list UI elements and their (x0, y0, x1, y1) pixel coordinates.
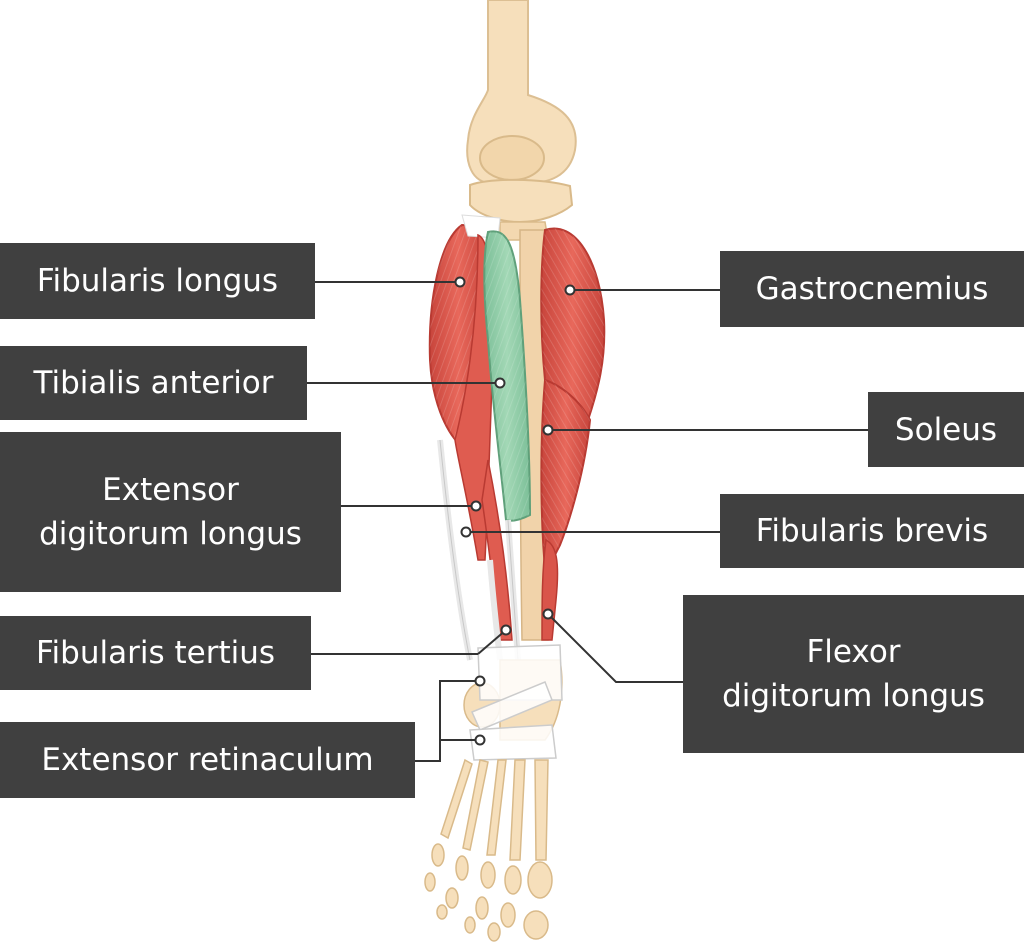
label-extensor-digitorum-longus: Extensor digitorum longus (0, 432, 341, 592)
label-flexor-digitorum-longus-line1: Flexor (806, 634, 901, 670)
label-soleus: Soleus (868, 392, 1024, 467)
label-tibialis-anterior-text: Tibialis anterior (33, 365, 274, 401)
label-fibularis-longus: Fibularis longus (0, 243, 315, 319)
fibularis-tertius-muscle (481, 459, 513, 641)
label-fibularis-brevis-text: Fibularis brevis (755, 513, 989, 549)
label-tibialis-anterior: Tibialis anterior (0, 346, 307, 420)
label-soleus-text: Soleus (894, 411, 998, 448)
extensor-retinaculum-band (469, 644, 563, 761)
label-pins (454, 276, 576, 746)
leader-lines (307, 281, 868, 762)
label-extensor-digitorum-longus-line1: Extensor (102, 472, 239, 508)
label-gastrocnemius: Gastrocnemius (720, 251, 1024, 327)
label-fibularis-tertius-text: Fibularis tertius (35, 635, 276, 671)
label-flexor-digitorum-longus-line2: digitorum longus (722, 678, 985, 714)
label-extensor-retinaculum: Extensor retinaculum (0, 722, 415, 798)
femur-bone (466, 0, 577, 185)
label-fibularis-longus-text: Fibularis longus (36, 263, 279, 299)
label-extensor-digitorum-longus-line2: digitorum longus (39, 516, 302, 552)
label-flexor-digitorum-longus: Flexor digitorum longus (683, 595, 1024, 753)
label-gastrocnemius-text: Gastrocnemius (755, 271, 989, 307)
label-fibularis-tertius: Fibularis tertius (0, 616, 311, 690)
label-extensor-retinaculum-text: Extensor retinaculum (41, 742, 374, 778)
flexor-digitorum-longus-muscle (541, 538, 559, 641)
label-fibularis-brevis: Fibularis brevis (720, 494, 1024, 568)
foot-bones (424, 758, 553, 942)
